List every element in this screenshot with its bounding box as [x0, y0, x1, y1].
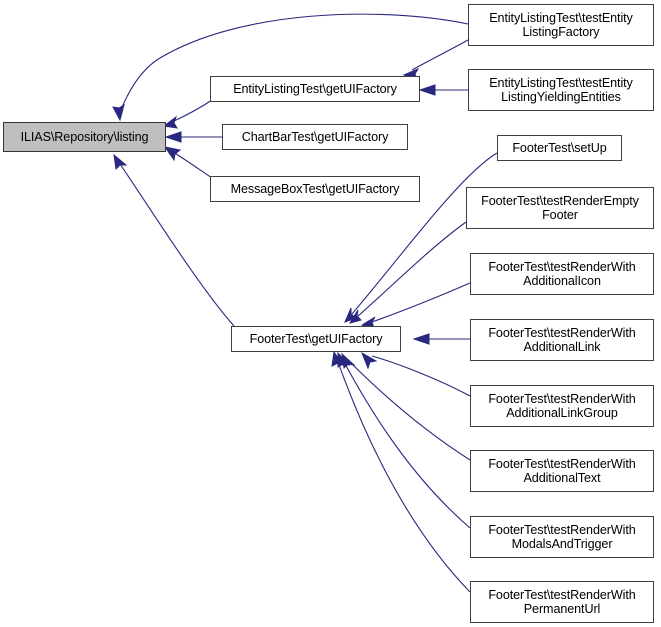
edge-arrowhead — [341, 352, 356, 370]
graph-node-footer_testrenderwithpermanenturl[interactable]: FooterTest\testRenderWith PermanentUrl — [470, 581, 654, 623]
graph-node-messagebox_getuifactory[interactable]: MessageBoxTest\getUIFactory — [210, 176, 420, 202]
edge-arrowhead — [113, 153, 128, 171]
graph-node-label: FooterTest\testRenderWith AdditionalLink — [488, 326, 636, 354]
graph-edge-footer_testrenderwithpermanenturl-to-footer_getuifactory — [331, 350, 471, 593]
edge-arrowhead — [418, 84, 436, 96]
edge-arrowhead — [164, 131, 182, 143]
graph-edge-footer_testrenderwithadditionalicon-to-footer_getuifactory — [360, 282, 471, 329]
edge-arrowhead — [412, 333, 430, 345]
edge-arrowhead — [337, 351, 351, 368]
graph-edge-entity_testentitylistingfactory-to-listing — [112, 13, 469, 122]
graph-edge-footer_testrenderwithadditionallinkgroup-to-footer_getuifactory — [361, 351, 471, 397]
graph-node-label: EntityListingTest\testEntity ListingFact… — [489, 11, 633, 39]
graph-node-chartbar_getuifactory[interactable]: ChartBarTest\getUIFactory — [222, 124, 408, 150]
graph-node-footer_testrenderwithadditionallink[interactable]: FooterTest\testRenderWith AdditionalLink — [470, 319, 654, 361]
graph-node-footer_testrenderwithmodalsandtrigger[interactable]: FooterTest\testRenderWith ModalsAndTrigg… — [470, 516, 654, 558]
graph-node-label: FooterTest\testRenderWith AdditionalText — [488, 457, 636, 485]
graph-edge-footer_testrenderemptyfooter-to-footer_getuifactory — [348, 221, 467, 324]
graph-edge-chartbar_getuifactory-to-listing — [164, 131, 222, 143]
graph-node-label: FooterTest\testRenderWith AdditionalLink… — [488, 392, 636, 420]
graph-node-footer_testrenderwithadditionaltext[interactable]: FooterTest\testRenderWith AdditionalText — [470, 450, 654, 492]
graph-node-entity_testentitylistingyielding[interactable]: EntityListingTest\testEntity ListingYiel… — [468, 69, 654, 111]
graph-node-footer_testrenderwithadditionalicon[interactable]: FooterTest\testRenderWith AdditionalIcon — [470, 253, 654, 295]
graph-node-label: ChartBarTest\getUIFactory — [241, 130, 389, 144]
graph-node-label: FooterTest\getUIFactory — [249, 332, 383, 346]
graph-node-label: MessageBoxTest\getUIFactory — [230, 182, 400, 196]
graph-edge-entity_testentitylistingyielding-to-entitylisting_getuifactory — [418, 84, 468, 96]
graph-edge-footer_testrenderwithadditionaltext-to-footer_getuifactory — [341, 352, 471, 461]
graph-node-entitylisting_getuifactory[interactable]: EntityListingTest\getUIFactory — [210, 76, 420, 102]
graph-edge-messagebox_getuifactory-to-listing — [163, 146, 213, 179]
graph-node-label: FooterTest\testRenderEmpty Footer — [481, 194, 639, 222]
graph-edge-footer_testrenderwithmodalsandtrigger-to-footer_getuifactory — [337, 351, 471, 529]
graph-node-listing: ILIAS\Repository\listing — [3, 122, 166, 152]
edge-arrowhead — [344, 307, 358, 323]
graph-node-entity_testentitylistingfactory[interactable]: EntityListingTest\testEntity ListingFact… — [468, 4, 654, 46]
edge-arrowhead — [112, 103, 125, 122]
graph-node-label: ILIAS\Repository\listing — [20, 130, 149, 144]
graph-edge-entity_testentitylistingfactory-to-entitylisting_getuifactory — [402, 39, 469, 81]
graph-node-label: EntityListingTest\getUIFactory — [233, 82, 397, 96]
graph-node-footer_testrenderwithadditionallinkgroup[interactable]: FooterTest\testRenderWith AdditionalLink… — [470, 385, 654, 427]
graph-node-label: FooterTest\setUp — [512, 141, 607, 155]
graph-node-footer_setup[interactable]: FooterTest\setUp — [497, 135, 622, 161]
graph-edge-entitylisting_getuifactory-to-listing — [162, 99, 213, 129]
graph-node-footer_testrenderemptyfooter[interactable]: FooterTest\testRenderEmpty Footer — [466, 187, 654, 229]
edge-arrowhead — [361, 351, 378, 370]
graph-node-label: FooterTest\testRenderWith PermanentUrl — [488, 588, 636, 616]
graph-node-footer_getuifactory[interactable]: FooterTest\getUIFactory — [231, 326, 401, 352]
edge-arrowhead — [348, 309, 362, 324]
edge-arrowhead — [331, 350, 345, 367]
graph-node-label: EntityListingTest\testEntity ListingYiel… — [489, 76, 633, 104]
graph-node-label: FooterTest\testRenderWith AdditionalIcon — [488, 260, 636, 288]
edge-arrowhead — [163, 146, 182, 162]
graph-node-label: FooterTest\testRenderWith ModalsAndTrigg… — [488, 523, 636, 551]
graph-edge-footer_testrenderwithadditionallink-to-footer_getuifactory — [412, 333, 470, 345]
